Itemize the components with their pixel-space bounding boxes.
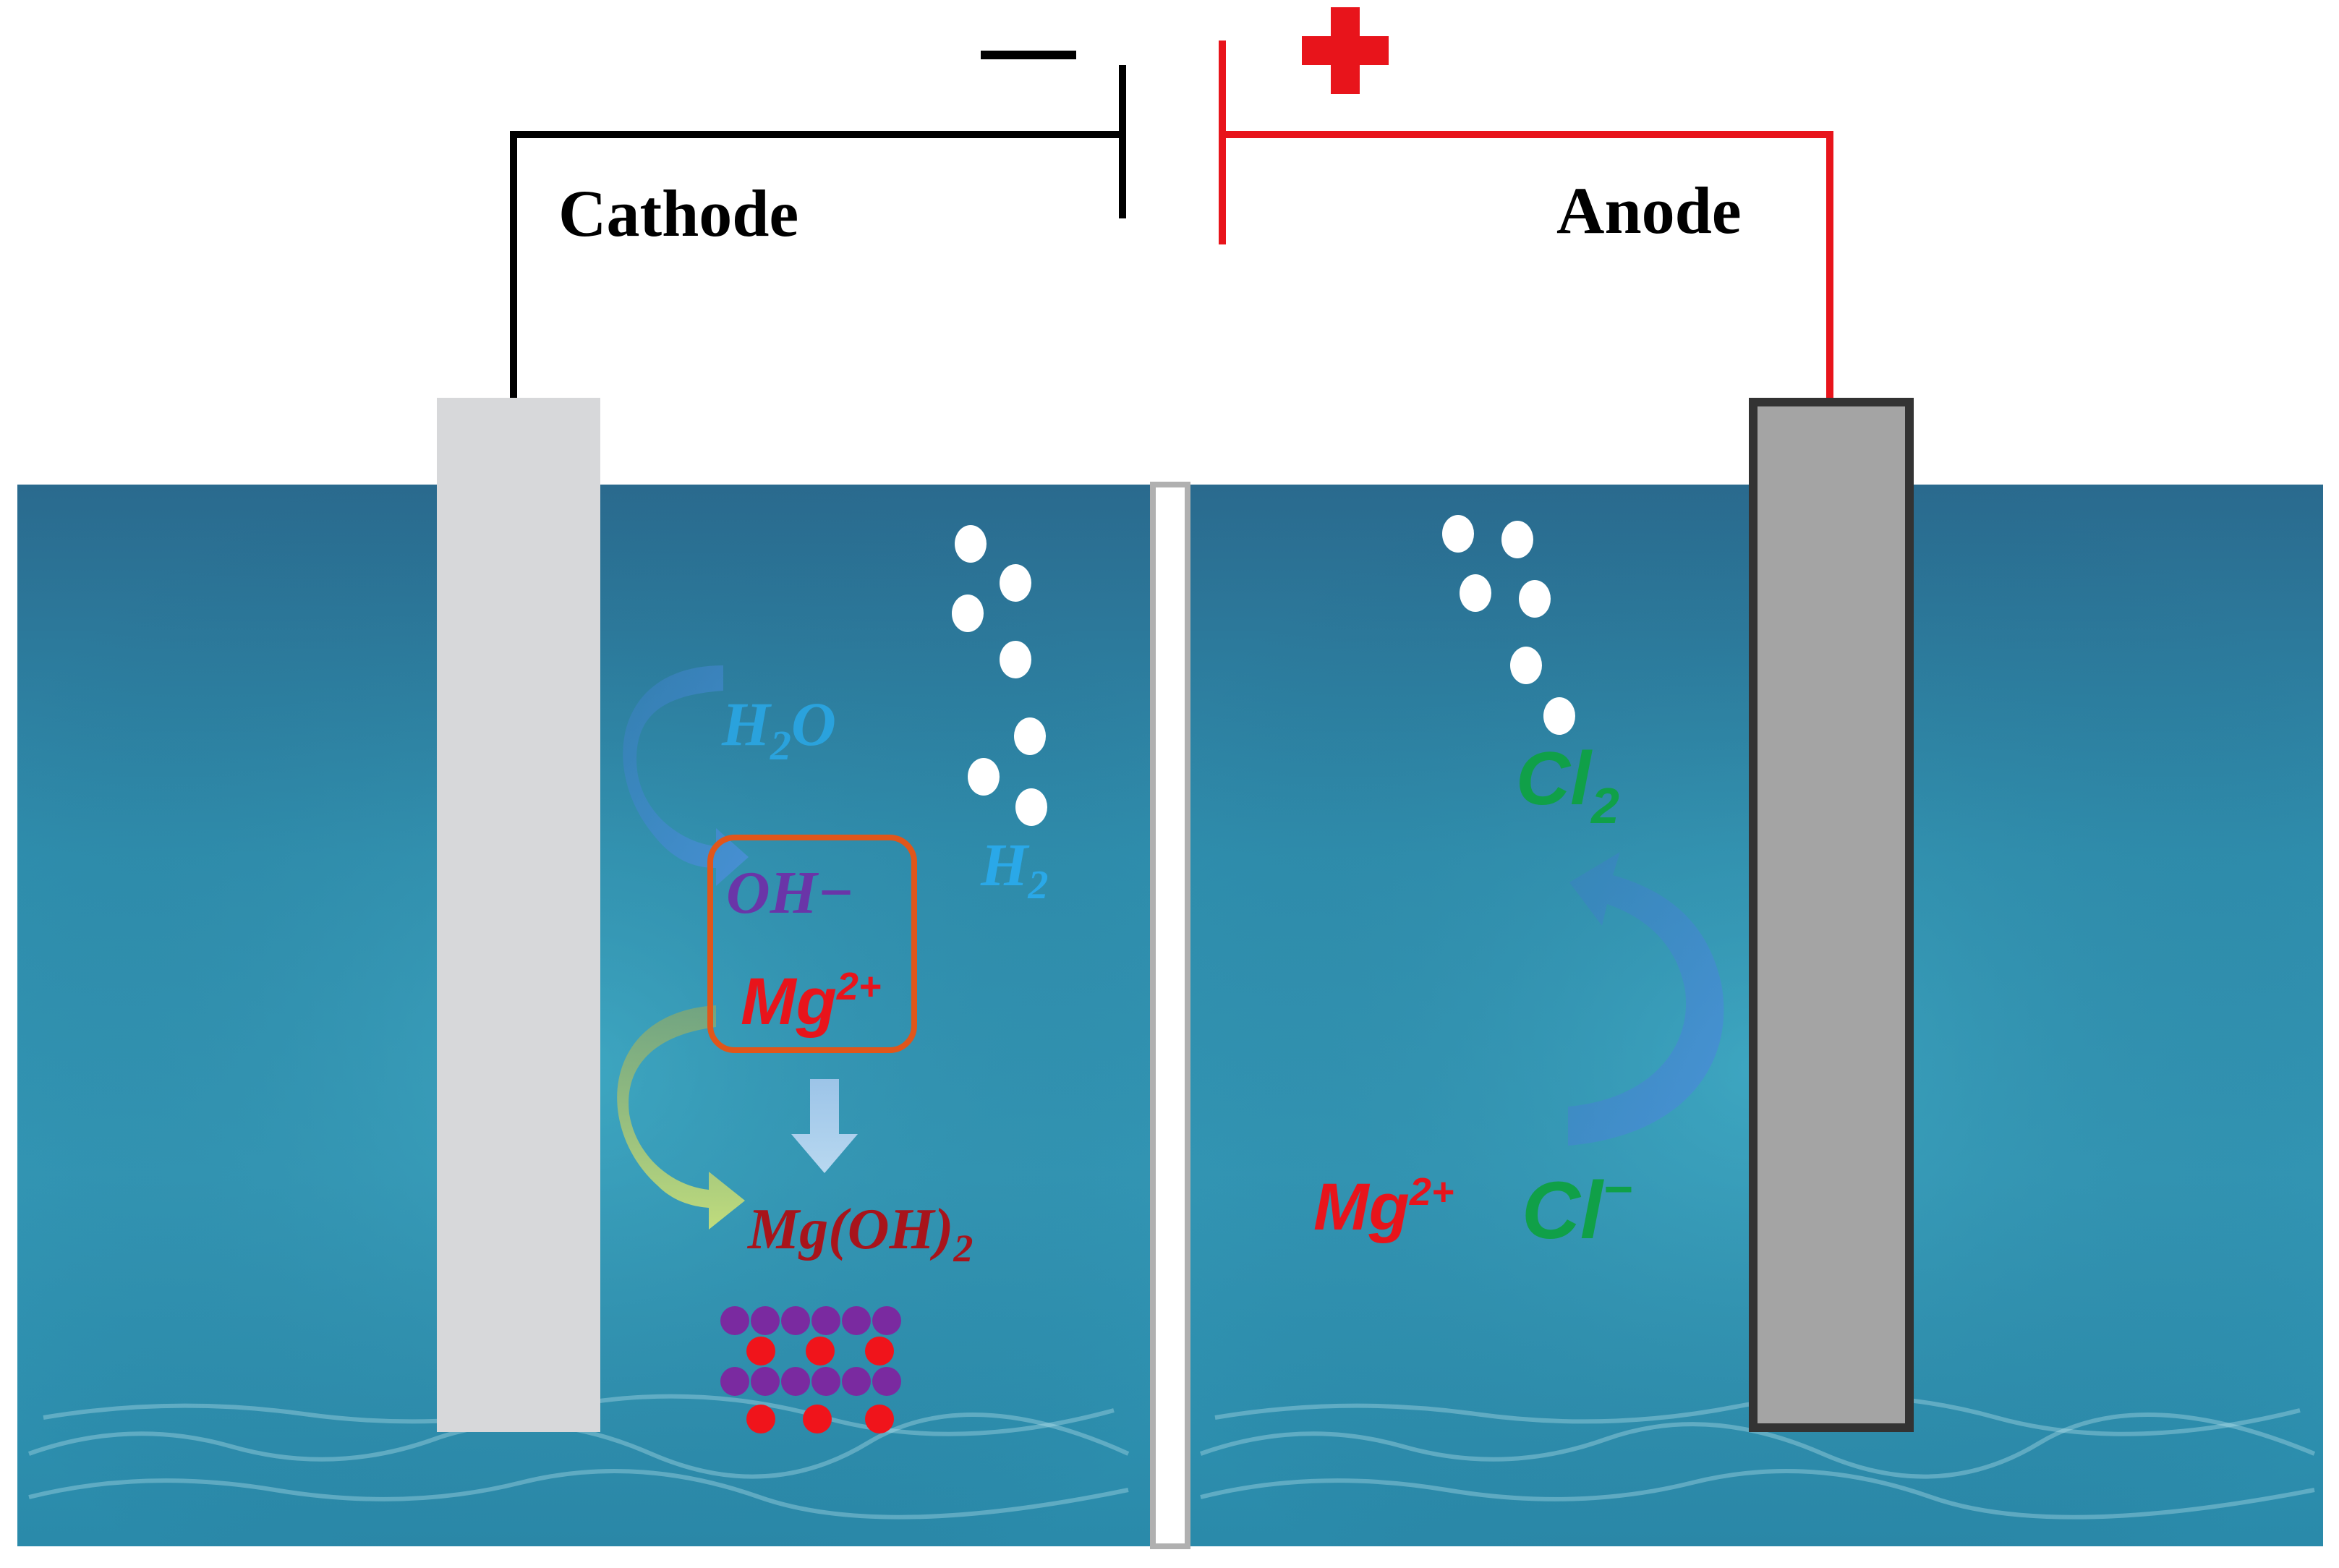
water-formula: H2O <box>721 689 836 769</box>
precipitate-lattice <box>720 1306 901 1433</box>
chlorine-bubble <box>1510 647 1542 684</box>
chloride-to-chlorine-arrow <box>1568 852 1724 1146</box>
magnesium-ion-dot <box>803 1405 832 1433</box>
magnesium-ion-dot <box>865 1405 894 1433</box>
anode-magnesium-ion: Mg2+ <box>1313 1170 1454 1244</box>
hydroxide-ion-dot <box>720 1306 749 1335</box>
hydrogen-bubble <box>1000 641 1031 678</box>
positive-sign <box>1302 7 1389 94</box>
hydroxide-ion-dot <box>872 1306 901 1335</box>
membrane-separator <box>1150 482 1190 1549</box>
chlorine-bubble <box>1460 574 1491 612</box>
magnesium-ion-dot <box>806 1337 835 1365</box>
precipitate-formula: Mg(OH)2 <box>746 1198 973 1270</box>
magnesium-ion-dot <box>746 1337 775 1365</box>
hydroxide-ion-dot <box>842 1306 871 1335</box>
hydrogen-formula: H2 <box>980 832 1048 908</box>
chlorine-formula: Cl2 <box>1516 737 1619 834</box>
hydroxide-ion-dot <box>872 1367 901 1396</box>
hydroxide-ion-dot <box>781 1306 810 1335</box>
anode-label: Anode <box>1556 174 1742 247</box>
chlorine-bubble <box>1442 515 1474 553</box>
hydrogen-bubble <box>1000 564 1031 602</box>
hydrogen-bubble <box>968 758 1000 796</box>
hydroxide-ion-dot <box>811 1306 840 1335</box>
hydrogen-bubble <box>1014 717 1046 755</box>
hydrogen-bubble <box>952 595 984 632</box>
chlorine-bubbles <box>1442 515 1575 735</box>
water-to-hydroxide-arrow <box>623 665 749 886</box>
hydrogen-bubbles <box>952 525 1047 826</box>
hydroxide-ion-dot <box>811 1367 840 1396</box>
cathode-magnesium-ion: Mg2+ <box>741 965 881 1039</box>
hydrogen-bubble <box>955 525 987 563</box>
anode-plate <box>1749 398 1914 1432</box>
magnesium-ion-dot <box>865 1337 894 1365</box>
hydroxide-ion-dot <box>720 1367 749 1396</box>
hydroxide-formula: OH− <box>726 859 854 926</box>
chloride-ion: Cl− <box>1522 1161 1632 1256</box>
chlorine-bubble <box>1519 580 1551 618</box>
positive-wire <box>1222 131 1833 399</box>
chlorine-bubble <box>1501 521 1533 558</box>
hydroxide-ion-dot <box>751 1306 780 1335</box>
negative-sign <box>981 51 1076 59</box>
magnesium-ion-dot <box>746 1405 775 1433</box>
hydroxide-ion-dot <box>751 1367 780 1396</box>
reaction-highlight-box <box>707 835 917 1053</box>
hydroxide-ion-dot <box>781 1367 810 1396</box>
chlorine-bubble <box>1543 697 1575 735</box>
hydroxide-ion-dot <box>842 1367 871 1396</box>
cathode-plate <box>437 398 600 1432</box>
ions-to-precipitate-arrow <box>617 1005 745 1230</box>
cathode-label: Cathode <box>558 176 798 250</box>
hydrogen-bubble <box>1015 788 1047 826</box>
negative-wire <box>510 131 1122 399</box>
precipitation-down-arrow <box>791 1079 858 1173</box>
